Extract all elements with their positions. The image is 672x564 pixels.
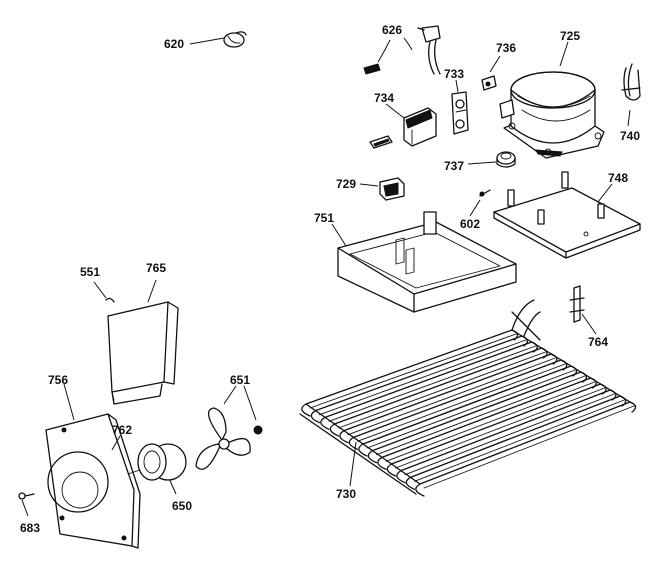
label-683: 683 (20, 521, 40, 535)
label-764: 764 (588, 335, 608, 349)
coil-tube (385, 381, 596, 462)
coil-tube (400, 389, 611, 472)
coil-bend (629, 401, 637, 413)
label-626: 626 (382, 23, 402, 37)
coil-tube (419, 401, 631, 485)
part-620 (189, 31, 247, 48)
coil-tube (319, 339, 527, 416)
label-737: 737 (444, 159, 464, 173)
part-602 (469, 189, 491, 217)
coil-bend (405, 476, 416, 490)
coil-tube (395, 387, 605, 469)
part-737 (467, 151, 516, 168)
coil-tube (376, 375, 586, 456)
coil-tube (343, 353, 552, 432)
part-551 (93, 281, 115, 303)
coil-tube (357, 363, 566, 442)
label-751: 751 (314, 211, 334, 225)
label-602: 602 (460, 217, 480, 231)
label-734: 734 (374, 91, 394, 105)
coil-tube (371, 371, 582, 452)
coil-rail (511, 311, 541, 341)
coil-inlet (523, 311, 541, 337)
coil-tube (314, 335, 523, 412)
coil-tube (390, 383, 602, 465)
part-762 (111, 435, 121, 451)
label-620: 620 (164, 37, 184, 51)
part-734 (369, 103, 437, 149)
label-765: 765 (146, 261, 166, 275)
label-733: 733 (444, 67, 464, 81)
coil-tube (362, 365, 572, 445)
part-764 (569, 285, 597, 335)
coil-rail (305, 403, 421, 485)
label-740: 740 (620, 129, 640, 143)
coil-rail (299, 413, 417, 495)
part-765-duct (107, 279, 179, 405)
coil-tube (423, 405, 635, 489)
coil-inlet (511, 299, 535, 331)
coil-bend (310, 410, 321, 424)
coil-tube (352, 359, 562, 438)
coil-tube (409, 395, 621, 478)
part-651-fan-blade (195, 385, 263, 470)
coil-tube (333, 347, 543, 425)
coil-bend (329, 423, 340, 437)
coil-tube (347, 357, 556, 436)
label-650: 650 (172, 499, 192, 513)
coil-tube (309, 333, 517, 409)
coil-bend (415, 483, 425, 497)
part-729 (359, 177, 405, 201)
label-748: 748 (608, 171, 628, 185)
coil-rail (511, 329, 631, 403)
label-729: 729 (336, 177, 356, 191)
coil-bend (358, 443, 368, 457)
label-756: 756 (48, 373, 68, 387)
coil-bend (386, 463, 397, 477)
coil-bend (339, 430, 349, 444)
part-751-drain-pan (331, 211, 517, 313)
coil-bend (367, 450, 378, 464)
coil-bend (377, 456, 387, 470)
part-748-base (493, 171, 641, 259)
coil-bend (320, 416, 330, 430)
label-651: 651 (230, 373, 250, 387)
label-762: 762 (112, 423, 132, 437)
coil-tube (305, 329, 513, 405)
coil-tube (328, 345, 537, 422)
label-725: 725 (560, 29, 580, 43)
part-733 (451, 79, 469, 135)
part-740 (621, 63, 641, 127)
label-551: 551 (80, 265, 100, 279)
part-626 (363, 25, 441, 75)
coil-tube (404, 393, 615, 476)
coil-bend (396, 470, 406, 484)
coil-bend (348, 436, 359, 450)
part-756-fan-shroud (45, 383, 141, 549)
part-736 (481, 55, 501, 91)
label-730: 730 (336, 487, 356, 501)
part-730-evaporator (299, 299, 637, 497)
part-725-compressor (499, 41, 605, 159)
part-650-fan-motor (127, 443, 187, 495)
part-683 (18, 492, 35, 517)
coil-tube (414, 399, 625, 482)
coil-tube (366, 369, 576, 449)
coil-tube (338, 351, 546, 429)
coil-bend (301, 403, 311, 417)
coil-tube (324, 341, 533, 418)
coil-tube (381, 377, 592, 458)
label-736: 736 (496, 41, 516, 55)
